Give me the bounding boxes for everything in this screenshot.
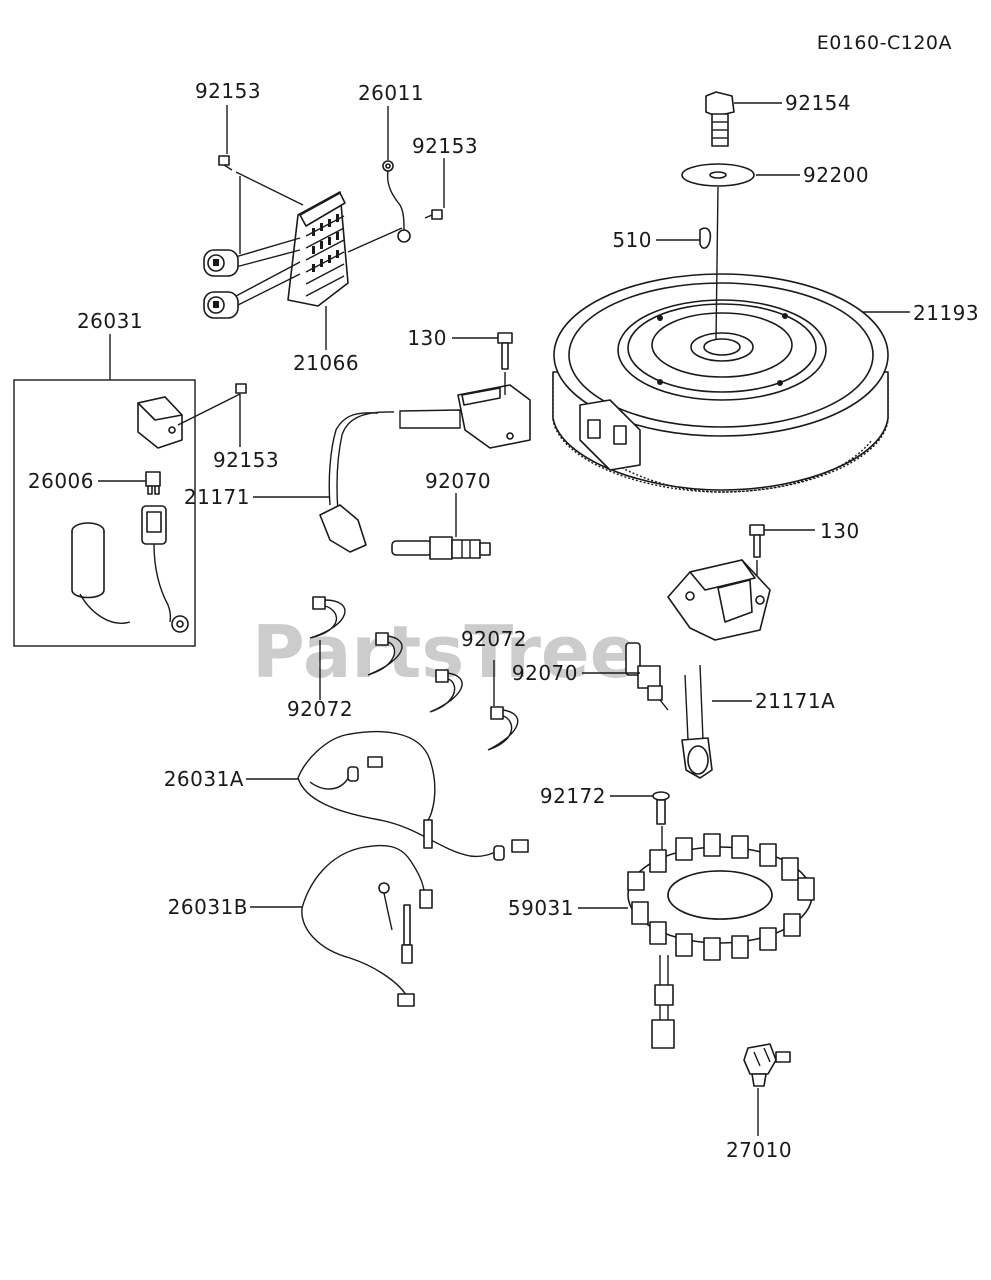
callout-92072-a: 92072	[287, 697, 353, 721]
relay-bracket[interactable]	[137, 396, 183, 449]
fuse-holder[interactable]	[71, 505, 189, 633]
fuse-26006[interactable]	[145, 471, 161, 495]
bolt-130-a[interactable]	[497, 332, 513, 370]
bolt-92153-a[interactable]	[218, 155, 233, 171]
callout-92200: 92200	[803, 163, 869, 187]
spark-plug-92070-a[interactable]	[391, 536, 491, 560]
callout-21171A: 21171A	[755, 689, 835, 713]
key-510[interactable]	[699, 227, 712, 249]
bolt-92153-c[interactable]	[235, 383, 247, 394]
regulator-21066[interactable]	[203, 191, 349, 319]
stator-59031[interactable]	[627, 833, 815, 1049]
wire-clip-92072-2[interactable]	[367, 632, 403, 676]
callout-130-a: 130	[407, 326, 447, 350]
callout-510: 510	[612, 228, 652, 252]
callout-92153-a: 92153	[195, 79, 261, 103]
screw-92172[interactable]	[652, 791, 670, 825]
callout-27010: 27010	[726, 1138, 792, 1162]
bolt-130-b[interactable]	[749, 524, 765, 558]
wire-clip-92072-1[interactable]	[309, 596, 346, 639]
bolt-92154[interactable]	[705, 91, 735, 147]
ignition-coil-21171A[interactable]	[667, 559, 771, 779]
callout-92070-b: 92070	[512, 661, 578, 685]
harness-26031B[interactable]	[301, 844, 433, 1007]
callout-21193: 21193	[913, 301, 979, 325]
wire-clip-92072-3[interactable]	[429, 669, 463, 713]
callout-21171: 21171	[184, 485, 250, 509]
pressure-switch-27010[interactable]	[743, 1043, 791, 1087]
kit-box-26031	[13, 379, 196, 647]
callout-92072-b: 92072	[461, 627, 527, 651]
washer-92200[interactable]	[681, 163, 755, 187]
callout-26031B: 26031B	[168, 895, 248, 919]
leader-92153-a-2	[235, 171, 304, 206]
leader-axis	[715, 186, 719, 341]
callout-92154: 92154	[785, 91, 851, 115]
wire-clip-92072-4[interactable]	[487, 706, 519, 751]
leader-92153-c-1	[177, 393, 241, 426]
callout-26011: 26011	[358, 81, 424, 105]
bolt-92153-b[interactable]	[424, 209, 443, 220]
leader-21066-wire	[347, 227, 403, 253]
callout-21066: 21066	[293, 351, 359, 375]
ground-wire-26011[interactable]	[382, 160, 411, 243]
callout-26006: 26006	[28, 469, 94, 493]
harness-26031A[interactable]	[297, 730, 529, 861]
callout-26031A: 26031A	[164, 767, 244, 791]
callout-59031: 59031	[508, 896, 574, 920]
callout-92070-a: 92070	[425, 469, 491, 493]
flywheel-21193[interactable]	[552, 273, 889, 493]
spark-plug-92070-b[interactable]	[625, 642, 669, 711]
callout-92172: 92172	[540, 784, 606, 808]
callout-92153-b: 92153	[412, 134, 478, 158]
ignition-coil-21171[interactable]	[319, 384, 531, 553]
callout-92153-c: 92153	[213, 448, 279, 472]
callout-26031: 26031	[77, 309, 143, 333]
drawing-code: E0160-C120A	[817, 32, 952, 54]
callout-130-b: 130	[820, 519, 860, 543]
